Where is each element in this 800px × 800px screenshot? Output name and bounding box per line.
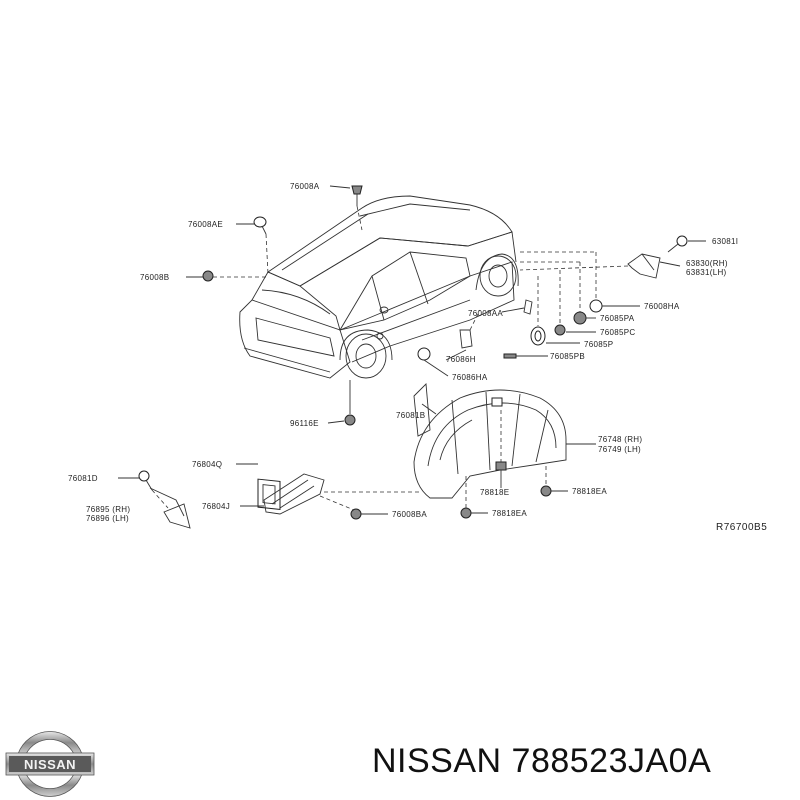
label-76896: 76896 (LH) <box>86 514 129 523</box>
label-96116e: 96116E <box>290 419 319 428</box>
label-76749: 76749 (LH) <box>598 445 641 454</box>
label-78818e: 78818E <box>480 488 509 497</box>
label-76008a: 76008A <box>290 182 320 191</box>
part-number-caption: NISSAN 788523JA0A <box>372 742 712 780</box>
label-63830: 63830(RH) <box>686 259 728 268</box>
part-labels: 76008A 76008AE 76008B 63081I 63830(RH) 6… <box>68 182 767 533</box>
fender-protector <box>413 382 567 499</box>
fasteners <box>138 185 688 520</box>
label-76008aa: 76008AA <box>468 309 503 318</box>
vehicle-outline <box>239 195 519 379</box>
label-76748: 76748 (RH) <box>598 435 642 444</box>
label-76008b: 76008B <box>140 273 169 282</box>
label-76081d: 76081D <box>68 474 98 483</box>
nissan-logo: NISSAN <box>5 731 95 797</box>
label-76008ba: 76008BA <box>392 510 427 519</box>
label-76081b: 76081B <box>396 411 425 420</box>
label-78818ea-right: 78818EA <box>572 487 607 496</box>
diagram-ref-code: R76700B5 <box>716 522 767 533</box>
label-76895: 76895 (RH) <box>86 505 130 514</box>
label-76804j: 76804J <box>202 502 230 511</box>
label-78818ea-bottom: 78818EA <box>492 509 527 518</box>
label-76085pa: 76085PA <box>600 314 635 323</box>
label-76086ha: 76086HA <box>452 373 488 382</box>
logo-text: NISSAN <box>24 757 76 772</box>
label-76085pc: 76085PC <box>600 328 635 337</box>
bracket-63830 <box>627 253 661 279</box>
leader-lines <box>118 185 706 515</box>
mud-guard-parts <box>149 473 325 529</box>
label-76085p: 76085P <box>584 340 613 349</box>
label-63081i: 63081I <box>712 237 738 246</box>
label-76086h: 76086H <box>446 355 476 364</box>
label-76008ha: 76008HA <box>644 302 680 311</box>
label-76008ae: 76008AE <box>188 220 223 229</box>
label-63831: 63831(LH) <box>686 268 727 277</box>
label-76085pb: 76085PB <box>550 352 585 361</box>
label-76804q: 76804Q <box>192 460 222 469</box>
